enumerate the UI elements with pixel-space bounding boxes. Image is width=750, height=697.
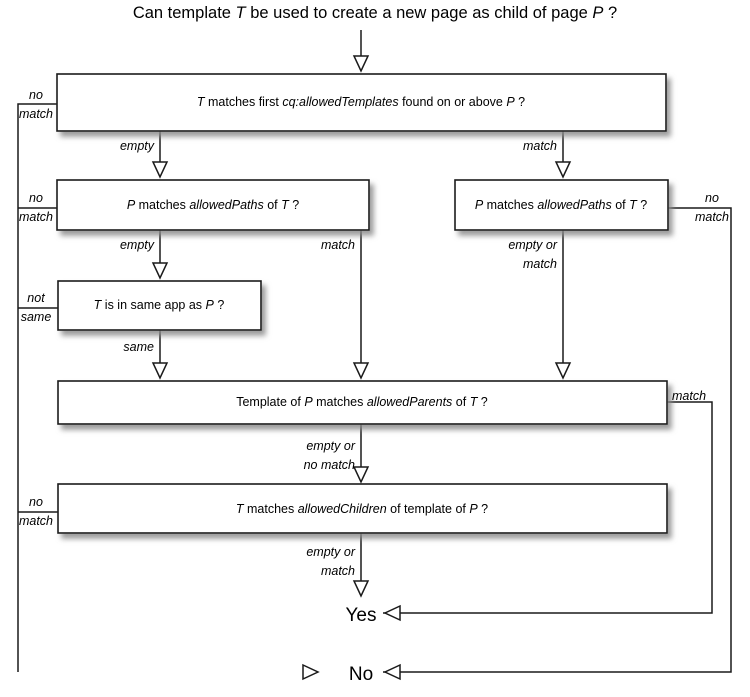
label-same-app-same: same: [123, 340, 154, 354]
arrow-no-from-right-icon: [383, 663, 401, 681]
label-paths-right-empty-or-line2: match: [523, 257, 557, 271]
node-allowed-children-label: T matches allowedChildren of template of…: [236, 502, 488, 516]
node-same-app-rect[interactable]: [57, 280, 262, 331]
arrowheads: [151, 55, 572, 681]
arrow-templates-empty-icon: [151, 161, 169, 179]
edge-paths-right-no-match: [383, 207, 732, 673]
node-allowed-children[interactable]: T matches allowedChildren of template of…: [57, 483, 668, 534]
node-allowed-children-rect[interactable]: [57, 483, 668, 534]
arrow-entry-icon: [352, 55, 370, 73]
label-children-empty-or-line2: match: [321, 564, 355, 578]
node-allowed-templates-rect[interactable]: [56, 73, 667, 132]
edge-parents-match: [383, 401, 713, 614]
arrow-paths-left-empty-icon: [151, 262, 169, 280]
label-templates-no-match-line2: match: [19, 107, 53, 121]
label-paths-left-match: match: [321, 238, 355, 252]
label-children-empty-or-line1: empty or: [306, 545, 355, 559]
arrow-parents-empty-icon: [352, 466, 370, 484]
arrow-paths-left-match-icon: [352, 362, 370, 380]
diagram-title: Can template T be used to create a new p…: [133, 4, 617, 22]
arrow-yes-from-right-icon: [383, 604, 401, 622]
label-paths-left-no-match-line2: match: [19, 210, 53, 224]
node-allowed-paths-right-label: P matches allowedPaths of T ?: [475, 198, 647, 212]
node-allowed-paths-right-rect[interactable]: [454, 179, 669, 231]
node-allowed-parents-rect[interactable]: [57, 380, 668, 425]
edge-lines: [17, 30, 732, 673]
label-children-no-match-line1: no: [29, 495, 43, 509]
node-allowed-templates-label: T matches first cq:allowedTemplates foun…: [197, 95, 525, 109]
arrow-no-from-left-icon: [302, 663, 320, 681]
label-paths-left-empty: empty: [120, 238, 155, 252]
node-same-app[interactable]: T is in same app as P ?: [57, 280, 262, 331]
label-paths-left-no-match-line1: no: [29, 191, 43, 205]
arrow-children-empty-icon: [352, 580, 370, 598]
node-allowed-templates[interactable]: T matches first cq:allowedTemplates foun…: [56, 73, 667, 132]
arrow-templates-match-icon: [554, 161, 572, 179]
label-templates-match: match: [523, 139, 557, 153]
label-templates-empty: empty: [120, 139, 155, 153]
node-allowed-parents[interactable]: Template of P matches allowedParents of …: [57, 380, 668, 425]
label-templates-no-match-line1: no: [29, 88, 43, 102]
node-allowed-paths-right[interactable]: P matches allowedPaths of T ?: [454, 179, 669, 231]
terminal-no: No: [349, 664, 373, 685]
edge-templates-no-match: [17, 103, 57, 672]
label-parents-match: match: [672, 389, 706, 403]
arrow-same-app-same-icon: [151, 362, 169, 380]
label-same-app-not-same-line1: not: [27, 291, 45, 305]
node-allowed-paths-left-rect[interactable]: [56, 179, 370, 231]
label-same-app-not-same-line2: same: [21, 310, 52, 324]
node-allowed-paths-left-label: P matches allowedPaths of T ?: [127, 198, 299, 212]
label-paths-right-no-match-line1: no: [705, 191, 719, 205]
label-parents-empty-or-line2: no match: [304, 458, 355, 472]
edge-labels: no match empty match no match empty matc…: [19, 88, 729, 578]
label-parents-empty-or-line1: empty or: [306, 439, 355, 453]
label-paths-right-empty-or-line1: empty or: [508, 238, 557, 252]
node-allowed-paths-left[interactable]: P matches allowedPaths of T ?: [56, 179, 370, 231]
node-allowed-parents-label: Template of P matches allowedParents of …: [236, 395, 488, 409]
label-children-no-match-line2: match: [19, 514, 53, 528]
label-paths-right-no-match-line2: match: [695, 210, 729, 224]
arrow-paths-right-icon: [554, 362, 572, 380]
node-same-app-label: T is in same app as P ?: [94, 298, 225, 312]
terminal-yes: Yes: [346, 605, 377, 626]
